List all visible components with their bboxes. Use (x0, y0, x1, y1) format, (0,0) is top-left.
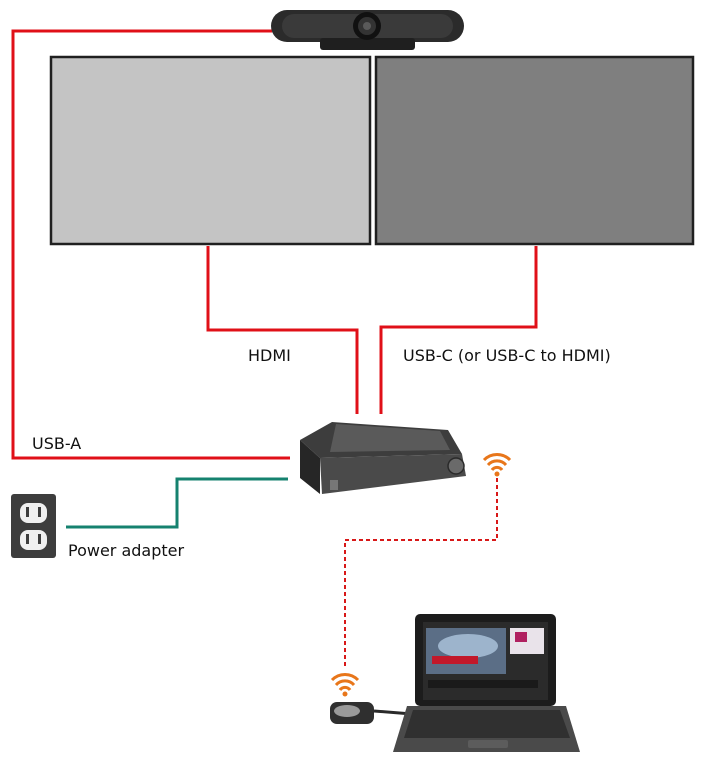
usb-a-cable (11, 29, 291, 460)
usb-a-label: USB-A (32, 434, 82, 453)
power-outlet-icon (11, 494, 56, 558)
left-display (49, 55, 372, 246)
power-cable (66, 477, 288, 529)
wireless-link (344, 478, 498, 668)
usb-c-label: USB-C (or USB-C to HDMI) (403, 346, 611, 365)
hdmi-cable (206, 246, 359, 414)
webcam-icon (271, 10, 464, 50)
power-adapter-label: Power adapter (68, 541, 185, 560)
base-unit-icon (290, 416, 472, 498)
hdmi-label: HDMI (248, 346, 291, 365)
wifi-icon (330, 673, 360, 697)
wifi-icon (482, 453, 512, 477)
right-display (374, 55, 695, 246)
button-dongle-icon (330, 702, 413, 724)
laptop-icon (393, 614, 580, 752)
usb-c-cable (379, 246, 538, 414)
